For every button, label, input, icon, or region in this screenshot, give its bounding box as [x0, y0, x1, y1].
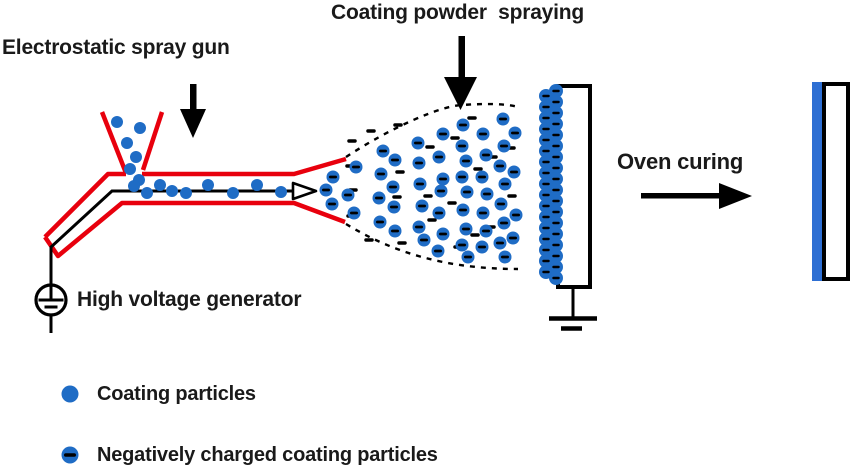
oven-curing-right-arrow-icon: [641, 183, 752, 209]
nozzle-arrow-icon: [291, 181, 318, 201]
legend-item-charged-particles: Negatively charged coating particles: [97, 444, 438, 466]
powder-hopper-right-wall: [140, 111, 165, 171]
deposited-particle-layer: [539, 84, 563, 285]
cured-panel: [812, 82, 850, 281]
spray-cloud: [319, 102, 523, 271]
cured-coating-stripe: [812, 82, 824, 281]
spray-pointer-down-arrow-icon: [444, 36, 477, 110]
high-voltage-generator-label: High voltage generator: [77, 288, 302, 311]
electrostatic-spray-gun-label: Electrostatic spray gun: [2, 36, 230, 59]
gun-body-bottom-edge: [43, 200, 346, 259]
cloud-top-boundary: [345, 102, 519, 159]
coating-powder-spraying-label: Coating powder spraying: [331, 1, 585, 24]
gun-barrel-top-and-nozzle: [142, 156, 347, 177]
gun-pointer-down-arrow-icon: [180, 84, 206, 138]
cured-panel-rect: [822, 82, 850, 281]
oven-curing-label: Oven curing: [617, 149, 744, 174]
hv-generator-icon: [34, 283, 68, 333]
legend-marker-coating-particle: [61, 385, 79, 403]
cloud-bottom-boundary: [345, 222, 519, 271]
gun-body-top-edge: [43, 171, 126, 239]
substrate-panel: [539, 84, 597, 331]
ground-icon: [549, 287, 597, 331]
barrel-particles: [128, 179, 287, 199]
charged-particles: [319, 112, 523, 264]
legend-item-coating-particles: Coating particles: [97, 383, 256, 405]
legend-marker-charged-particle: [61, 446, 79, 464]
powder-hopper-left-wall: [99, 111, 129, 174]
electrode-wire: [49, 189, 293, 285]
spray-gun: [43, 111, 347, 285]
